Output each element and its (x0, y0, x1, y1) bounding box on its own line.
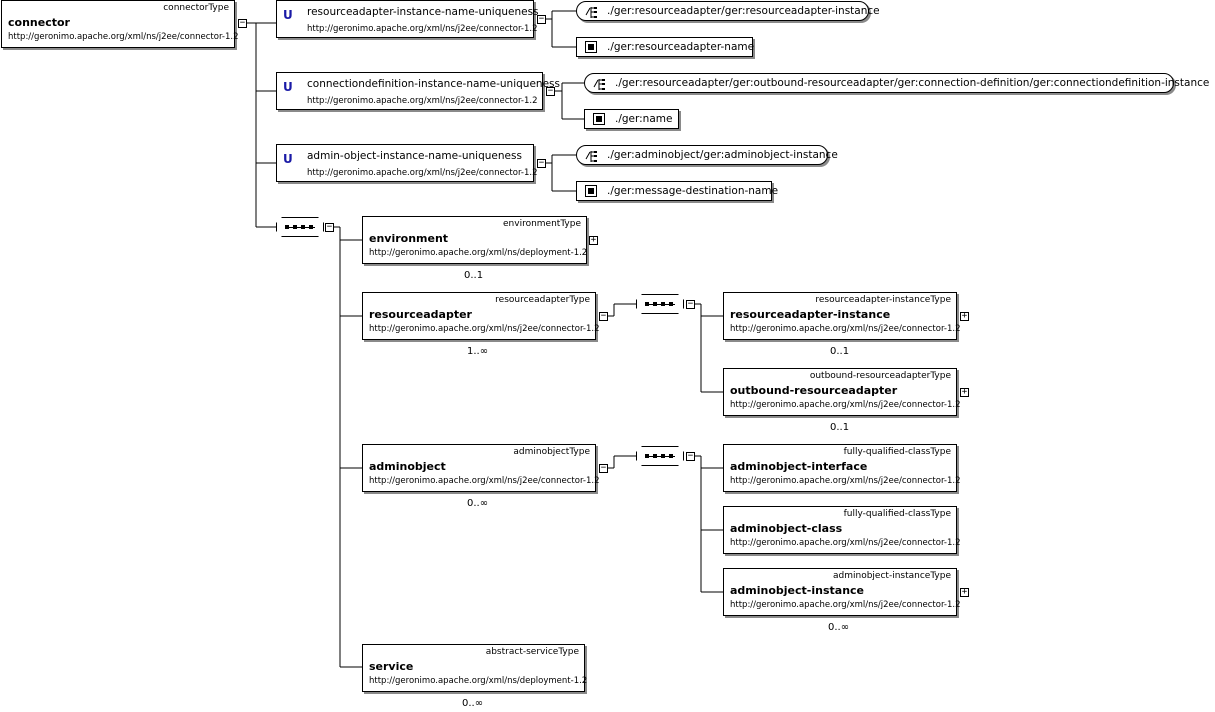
constraint-name: resourceadapter-instance-name-uniqueness (307, 6, 539, 18)
type-label: resourceadapterType (495, 295, 590, 305)
namespace-label: http://geronimo.apache.org/xml/ns/j2ee/c… (307, 96, 538, 106)
unique-constraint-icon: U (283, 80, 293, 94)
field-xpath-text: ./ger:resourceadapter-name (607, 41, 755, 53)
type-label: adminobjectType (513, 447, 590, 457)
namespace-label: http://geronimo.apache.org/xml/ns/deploy… (369, 248, 588, 258)
namespace-label: http://geronimo.apache.org/xml/ns/j2ee/c… (730, 538, 961, 548)
namespace-label: http://geronimo.apache.org/xml/ns/j2ee/c… (730, 476, 961, 486)
type-label: environmentType (503, 219, 581, 229)
field-xpath[interactable]: ./ger:name (584, 109, 679, 129)
collapse-toggle[interactable]: − (537, 14, 546, 24)
expand-toggle[interactable]: + (960, 387, 969, 397)
element-name: adminobject-interface (730, 460, 868, 473)
unique-constraint-connectiondefinition-instance[interactable]: U connectiondefinition-instance-name-uni… (276, 72, 560, 110)
collapse-toggle[interactable]: − (686, 299, 695, 309)
element-name: adminobject-instance (730, 584, 865, 597)
selector-xpath-text: ./ger:resourceadapter/ger:outbound-resou… (615, 77, 1210, 89)
element-adminobject[interactable]: adminobjectType adminobject http://geron… (362, 444, 600, 492)
type-label: fully-qualified-classType (843, 447, 951, 457)
element-name: resourceadapter-instance (730, 308, 891, 321)
element-outbound-resourceadapter[interactable]: outbound-resourceadapterType outbound-re… (723, 368, 961, 416)
namespace-label: http://geronimo.apache.org/xml/ns/j2ee/c… (730, 400, 961, 410)
element-name: connector (8, 16, 70, 29)
selector-xpath[interactable]: ./ger:resourceadapter/ger:resourceadapte… (576, 1, 880, 21)
unique-constraint-icon: U (283, 8, 293, 22)
unique-constraint-icon: U (283, 152, 293, 166)
element-name: adminobject (369, 460, 446, 473)
namespace-label: http://geronimo.apache.org/xml/ns/j2ee/c… (730, 324, 961, 334)
cardinality-label: 0..1 (830, 422, 850, 433)
element-adminobject-interface[interactable]: fully-qualified-classType adminobject-in… (723, 444, 961, 492)
constraint-name: admin-object-instance-name-uniqueness (307, 150, 522, 162)
namespace-label: http://geronimo.apache.org/xml/ns/j2ee/c… (369, 324, 600, 334)
collapse-toggle[interactable]: − (599, 311, 608, 321)
collapse-toggle[interactable]: − (546, 86, 555, 96)
namespace-label: http://geronimo.apache.org/xml/ns/j2ee/c… (307, 24, 538, 34)
unique-constraint-resourceadapter-instance[interactable]: U resourceadapter-instance-name-uniquene… (276, 0, 539, 38)
unique-constraint-admin-object-instance[interactable]: U admin-object-instance-name-uniqueness … (276, 144, 538, 182)
collapse-toggle[interactable]: − (686, 451, 695, 461)
type-label: connectorType (163, 3, 229, 13)
field-xpath[interactable]: ./ger:resourceadapter-name (576, 37, 755, 57)
namespace-label: http://geronimo.apache.org/xml/ns/j2ee/c… (369, 476, 600, 486)
field-icon (593, 113, 605, 125)
element-resourceadapter-instance[interactable]: resourceadapter-instanceType resourceada… (723, 292, 961, 340)
element-name: outbound-resourceadapter (730, 384, 898, 397)
cardinality-label: 0..∞ (462, 698, 484, 709)
collapse-toggle[interactable]: − (238, 18, 247, 28)
xpath-selector-icon (585, 7, 597, 18)
collapse-toggle[interactable]: − (325, 222, 334, 232)
namespace-label: http://geronimo.apache.org/xml/ns/deploy… (369, 676, 588, 686)
selector-xpath[interactable]: ./ger:resourceadapter/ger:outbound-resou… (584, 73, 1209, 93)
element-name: service (369, 660, 414, 673)
type-label: outbound-resourceadapterType (809, 371, 951, 381)
sequence-compositor-icon[interactable] (276, 217, 324, 237)
field-xpath-text: ./ger:name (615, 113, 673, 125)
sequence-compositor-icon[interactable] (636, 446, 684, 466)
selector-xpath[interactable]: ./ger:adminobject/ger:adminobject-instan… (576, 145, 838, 165)
xpath-selector-icon (585, 151, 597, 162)
constraint-name: connectiondefinition-instance-name-uniqu… (307, 78, 560, 90)
element-environment[interactable]: environmentType environment http://geron… (362, 216, 587, 264)
collapse-toggle[interactable]: − (537, 158, 546, 168)
root-element-connector[interactable]: connectorType connector http://geronimo.… (1, 0, 239, 48)
element-name: environment (369, 232, 449, 245)
cardinality-label: 1..∞ (467, 346, 489, 357)
element-name: resourceadapter (369, 308, 472, 321)
element-name: adminobject-class (730, 522, 843, 535)
namespace-label: http://geronimo.apache.org/xml/ns/j2ee/c… (307, 168, 538, 178)
expand-toggle[interactable]: + (589, 235, 598, 245)
field-icon (585, 41, 597, 53)
cardinality-label: 0..∞ (828, 622, 850, 633)
type-label: resourceadapter-instanceType (815, 295, 951, 305)
field-xpath[interactable]: ./ger:message-destination-name (576, 181, 778, 201)
cardinality-label: 0..1 (830, 346, 850, 357)
namespace-label: http://geronimo.apache.org/xml/ns/j2ee/c… (8, 32, 239, 42)
collapse-toggle[interactable]: − (599, 463, 608, 473)
sequence-compositor-icon[interactable] (636, 294, 684, 314)
field-xpath-text: ./ger:message-destination-name (607, 185, 779, 197)
expand-toggle[interactable]: + (960, 587, 969, 597)
xpath-selector-icon (593, 79, 605, 90)
type-label: fully-qualified-classType (843, 509, 951, 519)
type-label: abstract-serviceType (485, 647, 579, 657)
cardinality-label: 0..1 (464, 270, 484, 281)
element-adminobject-class[interactable]: fully-qualified-classType adminobject-cl… (723, 506, 961, 554)
selector-xpath-text: ./ger:resourceadapter/ger:resourceadapte… (607, 5, 880, 17)
expand-toggle[interactable]: + (960, 311, 969, 321)
namespace-label: http://geronimo.apache.org/xml/ns/j2ee/c… (730, 600, 961, 610)
element-service[interactable]: abstract-serviceType service http://gero… (362, 644, 588, 692)
type-label: adminobject-instanceType (833, 571, 951, 581)
field-icon (585, 185, 597, 197)
element-resourceadapter[interactable]: resourceadapterType resourceadapter http… (362, 292, 600, 340)
cardinality-label: 0..∞ (467, 498, 489, 509)
selector-xpath-text: ./ger:adminobject/ger:adminobject-instan… (607, 149, 838, 161)
element-adminobject-instance[interactable]: adminobject-instanceType adminobject-ins… (723, 568, 961, 616)
